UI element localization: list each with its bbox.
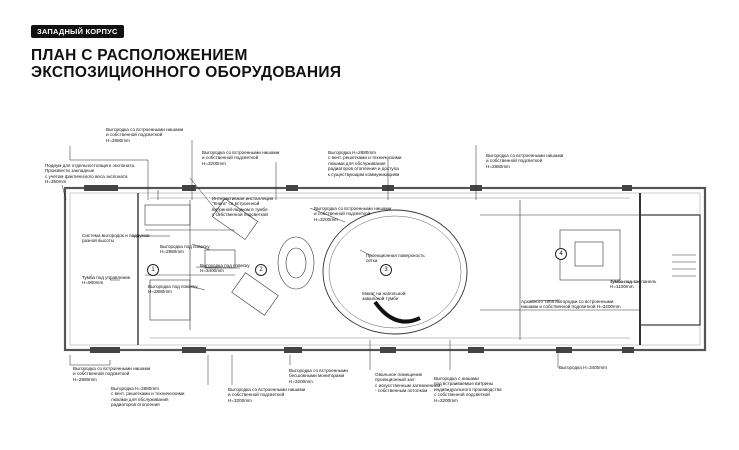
page-title: ПЛАН С РАСПОЛОЖЕНИЕМ ЭКСПОЗИЦИОННОГО ОБО… (31, 47, 341, 81)
booth-room1-a (144, 204, 191, 226)
model-curve (373, 300, 421, 324)
room-number-4: 4 (555, 248, 567, 260)
room-number-1: 1 (147, 264, 159, 276)
annotation-15: Тумба под тач панель H=1100mm (610, 279, 657, 290)
annotation-17: Выгородка со встроенными нишами и собств… (73, 366, 151, 382)
annotation-13: Выгородка под повеску H=2880mm (148, 284, 198, 295)
booth-room2-a (211, 198, 259, 240)
annotation-18: Выгородка H=2880mm с вент. решетками и т… (111, 386, 185, 408)
annotation-7: Выгородка со встроенными нишами и собств… (314, 206, 392, 222)
booth-room2-b (231, 272, 279, 316)
annotation-1: Выгородка со встроенными нишами и собств… (106, 127, 184, 143)
annotation-21: Овальное помещение проекционный зал с ис… (375, 372, 441, 394)
annotation-11: Проекционная поверхность сетка (366, 253, 425, 264)
page-title-line-1: ПЛАН С РАСПОЛОЖЕНИЕМ (31, 47, 248, 64)
annotation-23: Выгородка H=3400mm (559, 365, 607, 370)
annotation-5: Подиум для отдельностоящего экспоната. П… (45, 163, 136, 185)
annotation-9: Выгородка под повеску H=2880mm (160, 244, 210, 255)
leader-lines (61, 140, 640, 385)
annotation-3: Выгородка H=2880mm с вент. решетками и т… (328, 150, 402, 177)
annotation-6: Интерактивная инсталляция "Книга" со вст… (212, 196, 274, 218)
archive-block (559, 229, 621, 281)
room-number-2: 2 (255, 264, 267, 276)
annotation-8: Система выгородок и подиумов разной высо… (82, 233, 150, 244)
annotation-14: Макет на напольной завальной тумбе (362, 291, 406, 302)
annotation-19: Выгородка со встроенными нишами и собств… (228, 387, 306, 403)
room-number-3: 3 (380, 264, 392, 276)
annotation-12: Тумба под управление H=960mm (82, 275, 131, 286)
section-tag: ЗАПАДНЫЙ КОРПУС (31, 25, 124, 38)
booth-room2-c (204, 249, 236, 269)
annotation-16: Архивного типа выгородки со встроенными … (521, 299, 621, 310)
wall-piers-bottom (90, 347, 634, 353)
page-title-line-2: ЭКСПОЗИЦИОННОГО ОБОРУДОВАНИЯ (31, 64, 342, 81)
annotation-22: Выгородка с нишами под встраиваемые витр… (434, 376, 502, 403)
annotation-10: Выгородка под повеску H=3400mm (200, 263, 250, 274)
annotation-2: Выгородка со встроенными нишами и собств… (202, 150, 280, 166)
annotation-4: Выгородка со встроенными нишами и собств… (486, 153, 564, 169)
oval-projection-hall (322, 209, 468, 335)
annotation-20: Выгородка со встроенными бесшовными мони… (289, 368, 348, 384)
plan-linework (63, 185, 707, 353)
side-room (639, 214, 701, 326)
round-installation (277, 236, 315, 290)
side-room-stair (672, 254, 696, 277)
